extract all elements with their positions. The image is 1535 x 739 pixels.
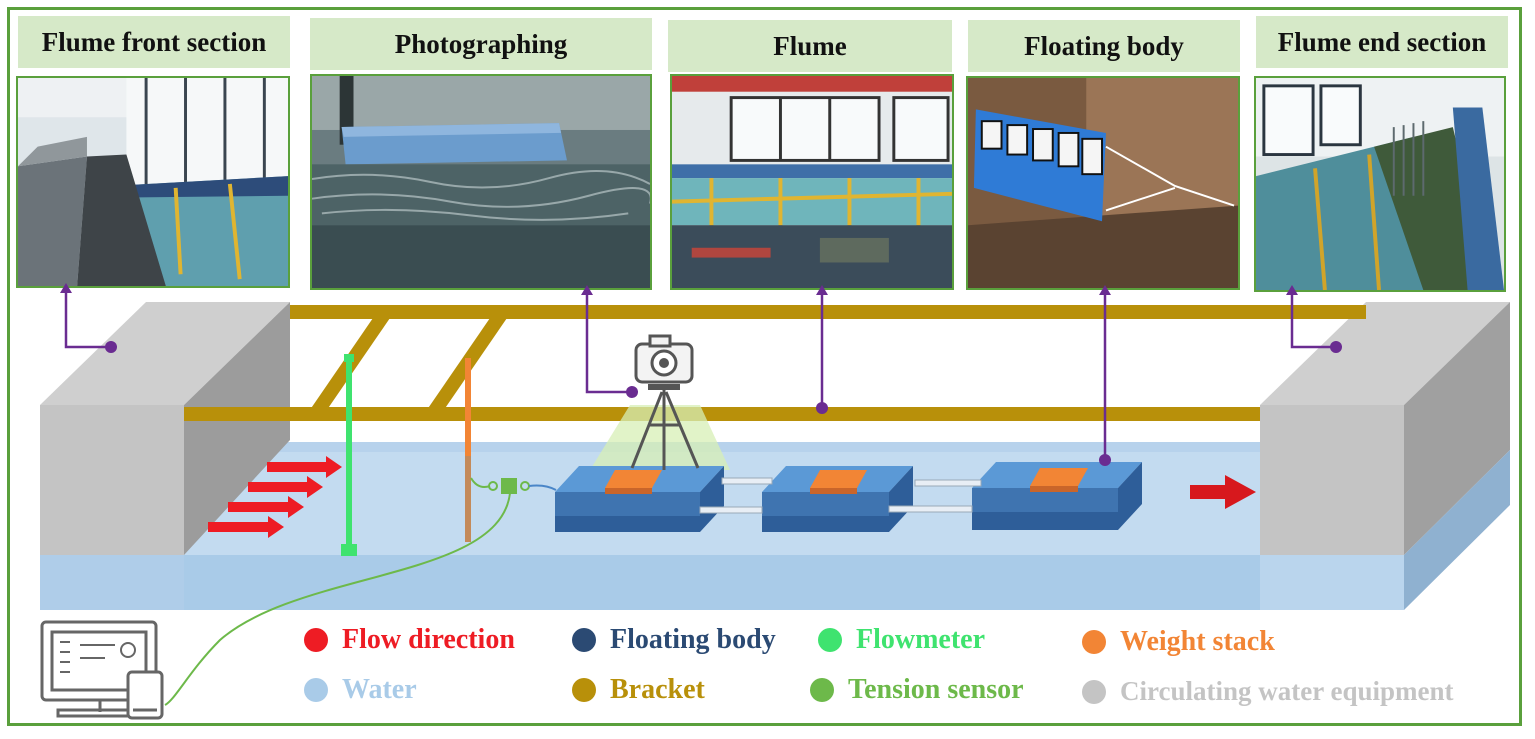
legend-label: Bracket: [610, 674, 705, 705]
camera-tripod-icon: [630, 334, 700, 470]
legend-dot: [304, 628, 328, 652]
legend-water: Water: [304, 674, 417, 706]
photo-flume-front-section: [16, 76, 290, 288]
legend-dot: [1082, 630, 1106, 654]
legend-label: Flow direction: [342, 624, 515, 655]
bracket: [184, 305, 1366, 421]
legend-dot: [572, 628, 596, 652]
outer-frame: [7, 7, 1522, 726]
title-floating-body: Floating body: [968, 20, 1240, 72]
callout-lines: [64, 288, 1336, 458]
legend-flowmeter: Flowmeter: [818, 624, 985, 656]
photo-flume: [670, 74, 954, 290]
legend-dot: [810, 678, 834, 702]
weight-rod: [465, 358, 471, 542]
water-surface: [184, 442, 1260, 452]
photo-flume-end-section: [1254, 76, 1506, 292]
photo-photographing: [310, 74, 652, 290]
title-end-section: Flume end section: [1256, 16, 1508, 68]
legend-bracket: Bracket: [572, 674, 705, 706]
camera-light-cone: [590, 405, 730, 470]
photo-floating-body: [966, 76, 1240, 290]
legend-dot: [1082, 679, 1106, 704]
left-equipment-block: [40, 302, 290, 610]
legend-tension-sensor: Tension sensor: [810, 674, 1024, 706]
legend-label: Tension sensor: [848, 674, 1024, 705]
floating-bodies: [555, 462, 1142, 532]
legend-dot: [818, 628, 842, 652]
callout-dots: [60, 283, 1342, 466]
legend-label: Circulating water equipment: [1120, 676, 1454, 706]
legend-dot: [572, 678, 596, 702]
title-photographing: Photographing: [310, 18, 652, 70]
right-equipment-block: [1260, 302, 1510, 610]
computer-monitor-icon: [40, 620, 164, 720]
legend-label: Weight stack: [1120, 626, 1275, 657]
water-front-band: [40, 555, 1260, 610]
title-front-section: Flume front section: [18, 16, 290, 68]
legend-flow-direction: Flow direction: [304, 624, 515, 656]
legend-dot: [304, 678, 328, 702]
legend-label: Floating body: [610, 624, 776, 655]
flowmeter: [341, 354, 357, 556]
legend-label: Water: [342, 674, 417, 705]
legend-circulating-water-equipment: Circulating water equipment: [1082, 676, 1454, 707]
flow-arrow-icon: [208, 456, 1256, 538]
legend-weight-stack: Weight stack: [1082, 626, 1275, 658]
legend-floating-body: Floating body: [572, 624, 776, 656]
tension-sensor: [164, 477, 557, 706]
title-flume: Flume: [668, 20, 952, 72]
legend-label: Flowmeter: [856, 624, 986, 655]
